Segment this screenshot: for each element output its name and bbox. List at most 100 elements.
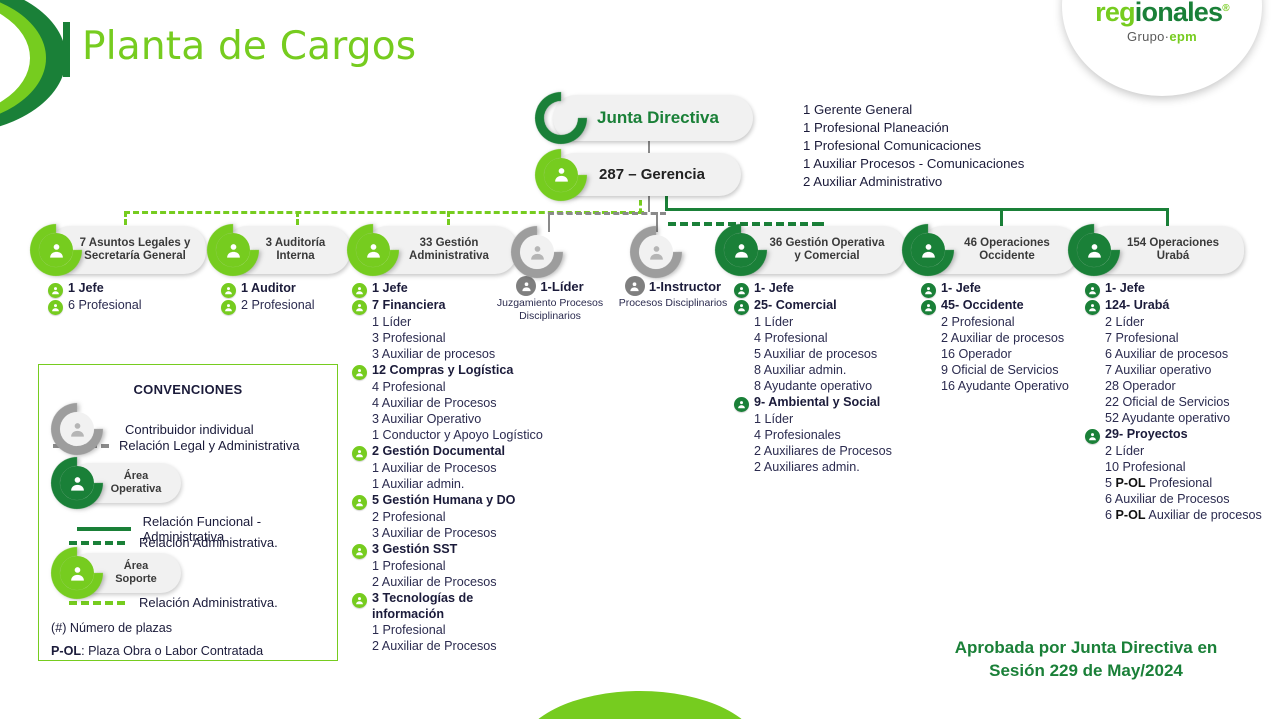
detail-head-label: 7 Financiera: [372, 298, 446, 312]
detail-sub-item: 2 Profesional: [372, 509, 446, 524]
person-bullet-icon: [48, 283, 63, 298]
detail-sub-item: 3 Auxiliar Operativo: [372, 411, 482, 426]
legend-box: CONVENCIONES Contribuidor individual Rel…: [38, 364, 338, 661]
gestion-admin-label-2: Administrativa: [409, 250, 489, 262]
connector-drop-occidente: [1000, 208, 1003, 234]
detail-sub-item: 2 Líder: [1105, 315, 1145, 329]
legend-functional-admin-relation: Relación Funcional - Administrativa: [77, 514, 337, 544]
detail-sub-item: 22 Oficial de Servicios: [1105, 394, 1230, 409]
person-bullet-icon: [221, 300, 236, 315]
logo-line-grupo-epm: Grupo·epm: [1127, 29, 1197, 44]
legend-area-soporte-l1: Área: [123, 560, 149, 573]
detail-sub-item: 2 Auxiliares admin.: [754, 459, 860, 474]
node-operaciones-occidente[interactable]: 46 Operaciones Occidente: [891, 213, 1078, 287]
node-lider-juzgamiento[interactable]: 1-Líder Juzgamiento Procesos Disciplinar…: [489, 276, 611, 323]
detail-sub-item: 5 P-OL Profesional: [1105, 475, 1213, 490]
detail-sub-item: 2 Profesional: [941, 315, 1015, 329]
detail-sub-item: 1 Profesional: [372, 622, 446, 637]
detail-head-label: 25- Comercial: [754, 298, 837, 312]
detail-sub-item: 4 Profesionales: [754, 427, 841, 442]
uraba-label-2: Urabá: [1156, 250, 1190, 262]
occidente-ring-icon: [891, 213, 965, 287]
detail-head-label: 6 Profesional: [68, 298, 142, 312]
legend-note-pol: P-OL: Plaza Obra o Labor Contratada: [51, 644, 263, 658]
person-bullet-icon: [1085, 283, 1100, 298]
uraba-ring-icon: [1057, 213, 1131, 287]
legend-admin-relation-2: Relación Administrativa.: [69, 595, 278, 610]
detail-sub-item: 6 Auxiliar de procesos: [1105, 346, 1229, 361]
detail-head-label: 1- Jefe: [941, 281, 981, 295]
node-junta-directiva[interactable]: Junta Directiva: [524, 81, 753, 155]
gestion-admin-ring-icon: [336, 213, 410, 287]
connector-support-spine: [124, 211, 644, 214]
node-gerencia[interactable]: 287 – Gerencia: [524, 137, 741, 212]
connector-drop-asuntos: [124, 211, 127, 233]
connector-ic-spine: [548, 212, 666, 215]
legend-individual-contributor: Contribuidor individual: [40, 392, 254, 466]
legend-area-soporte-pill: Área Soporte: [40, 536, 181, 610]
logo: aguas regionales® Grupo·epm: [1062, 0, 1262, 96]
detail-head-label: 5 Gestión Humana y DO: [372, 492, 516, 507]
asuntos-legales-ring-icon: [19, 213, 93, 287]
detail-head-label: 1 Auditor: [241, 281, 296, 295]
detail-sub-item: 6 P-OL Auxiliar de procesos: [1105, 507, 1262, 522]
detail-sub-item: 8 Auxiliar admin.: [754, 362, 847, 377]
person-bullet-icon: [734, 396, 749, 412]
connector-drop-uraba: [1166, 208, 1169, 234]
node-instructor-procesos[interactable]: 1-Instructor Procesos Disciplinarios: [609, 276, 737, 309]
detail-head-row: 2 Gestión Documental: [352, 444, 547, 461]
node-gestion-administrativa[interactable]: 33 Gestión Administrativa: [336, 213, 517, 287]
bottom-arc-decoration: [520, 691, 760, 719]
detail-sub-item: 1 Líder: [754, 315, 794, 329]
auditoria-ring-icon: [196, 213, 270, 287]
legend-admin-relation-2-label: Relación Administrativa.: [139, 595, 278, 610]
person-bullet-icon: [352, 364, 367, 380]
detail-head-label: 45- Occidente: [941, 298, 1024, 312]
title-accent-bar: [63, 22, 70, 77]
node-asuntos-legales[interactable]: 7 Asuntos Legales y Secretaría General: [19, 213, 206, 287]
lider-sub1: Juzgamiento Procesos: [496, 297, 604, 309]
detail-sub-item: 5 Auxiliar de procesos: [754, 346, 878, 361]
detail-sub-item: 3 Profesional: [372, 330, 446, 345]
gerencia-staff-item: 1 Profesional Planeación: [803, 120, 949, 136]
detail-head-label: 1- Jefe: [754, 281, 794, 295]
legend-area-soporte: Área Soporte: [40, 536, 181, 610]
legend-area-operativa-pill: Área Operativa: [40, 446, 181, 520]
junta-directiva-label: Junta Directiva: [597, 108, 719, 128]
detail-sub-item: 1 Auxiliar de Procesos: [372, 460, 497, 475]
node-operaciones-uraba[interactable]: 154 Operaciones Urabá: [1057, 213, 1244, 287]
legend-admin-relation-1-label: Relación Administrativa.: [139, 535, 278, 550]
detail-sub-item: 2 Auxiliares de Procesos: [754, 443, 892, 458]
legend-note-pol-bold: P-OL: [51, 644, 82, 658]
detail-sub-item: 3 Auxiliar de Procesos: [372, 525, 497, 540]
connector-gerencia-operative: [665, 196, 668, 211]
legend-note-plazas: (#) Número de plazas: [51, 621, 173, 635]
detail-head-label: 1- Jefe: [1105, 281, 1145, 295]
detail-head-row: 45- Occidente: [921, 298, 1096, 315]
connector-drop-auditoria: [296, 211, 299, 233]
detail-head-row: 1- Jefe: [921, 281, 1096, 298]
detail-head-label: 1 Jefe: [372, 281, 408, 295]
gestion-operativa-ring-icon: [704, 213, 778, 287]
detail-head-row: 7 Financiera: [352, 298, 547, 315]
person-bullet-icon: [921, 300, 936, 315]
detail-sub-item: 2 Auxiliar de Procesos: [372, 574, 497, 589]
detail-head-label: 12 Compras y Logística: [372, 362, 514, 377]
node-gestion-operativa-comercial[interactable]: 36 Gestión Operativa y Comercial: [704, 213, 905, 287]
detail-sub-item: 4 Profesional: [754, 330, 828, 345]
lider-sub2: Disciplinarios: [519, 310, 581, 323]
node-auditoria-interna[interactable]: 3 Auditoría Interna: [196, 213, 350, 287]
person-bullet-icon: [221, 283, 236, 298]
legend-dash-dark-icon: [69, 540, 125, 545]
person-icon: [516, 276, 537, 296]
detail-head-row: 124- Urabá: [1085, 298, 1280, 315]
legend-legal-admin-label: Relación Legal y Administrativa: [119, 438, 300, 453]
occidente-label-2: Occidente: [979, 250, 1035, 262]
legend-dark-ring-icon: [40, 446, 114, 520]
detail-sub-item: 6 Auxiliar de Procesos: [1105, 491, 1230, 506]
detail-head-row: 25- Comercial: [734, 298, 924, 315]
detail-sub-item: 2 Auxiliar de procesos: [941, 330, 1065, 345]
gerencia-label: 287 – Gerencia: [599, 165, 705, 183]
detail-sub-item: 4 Profesional: [372, 379, 446, 394]
